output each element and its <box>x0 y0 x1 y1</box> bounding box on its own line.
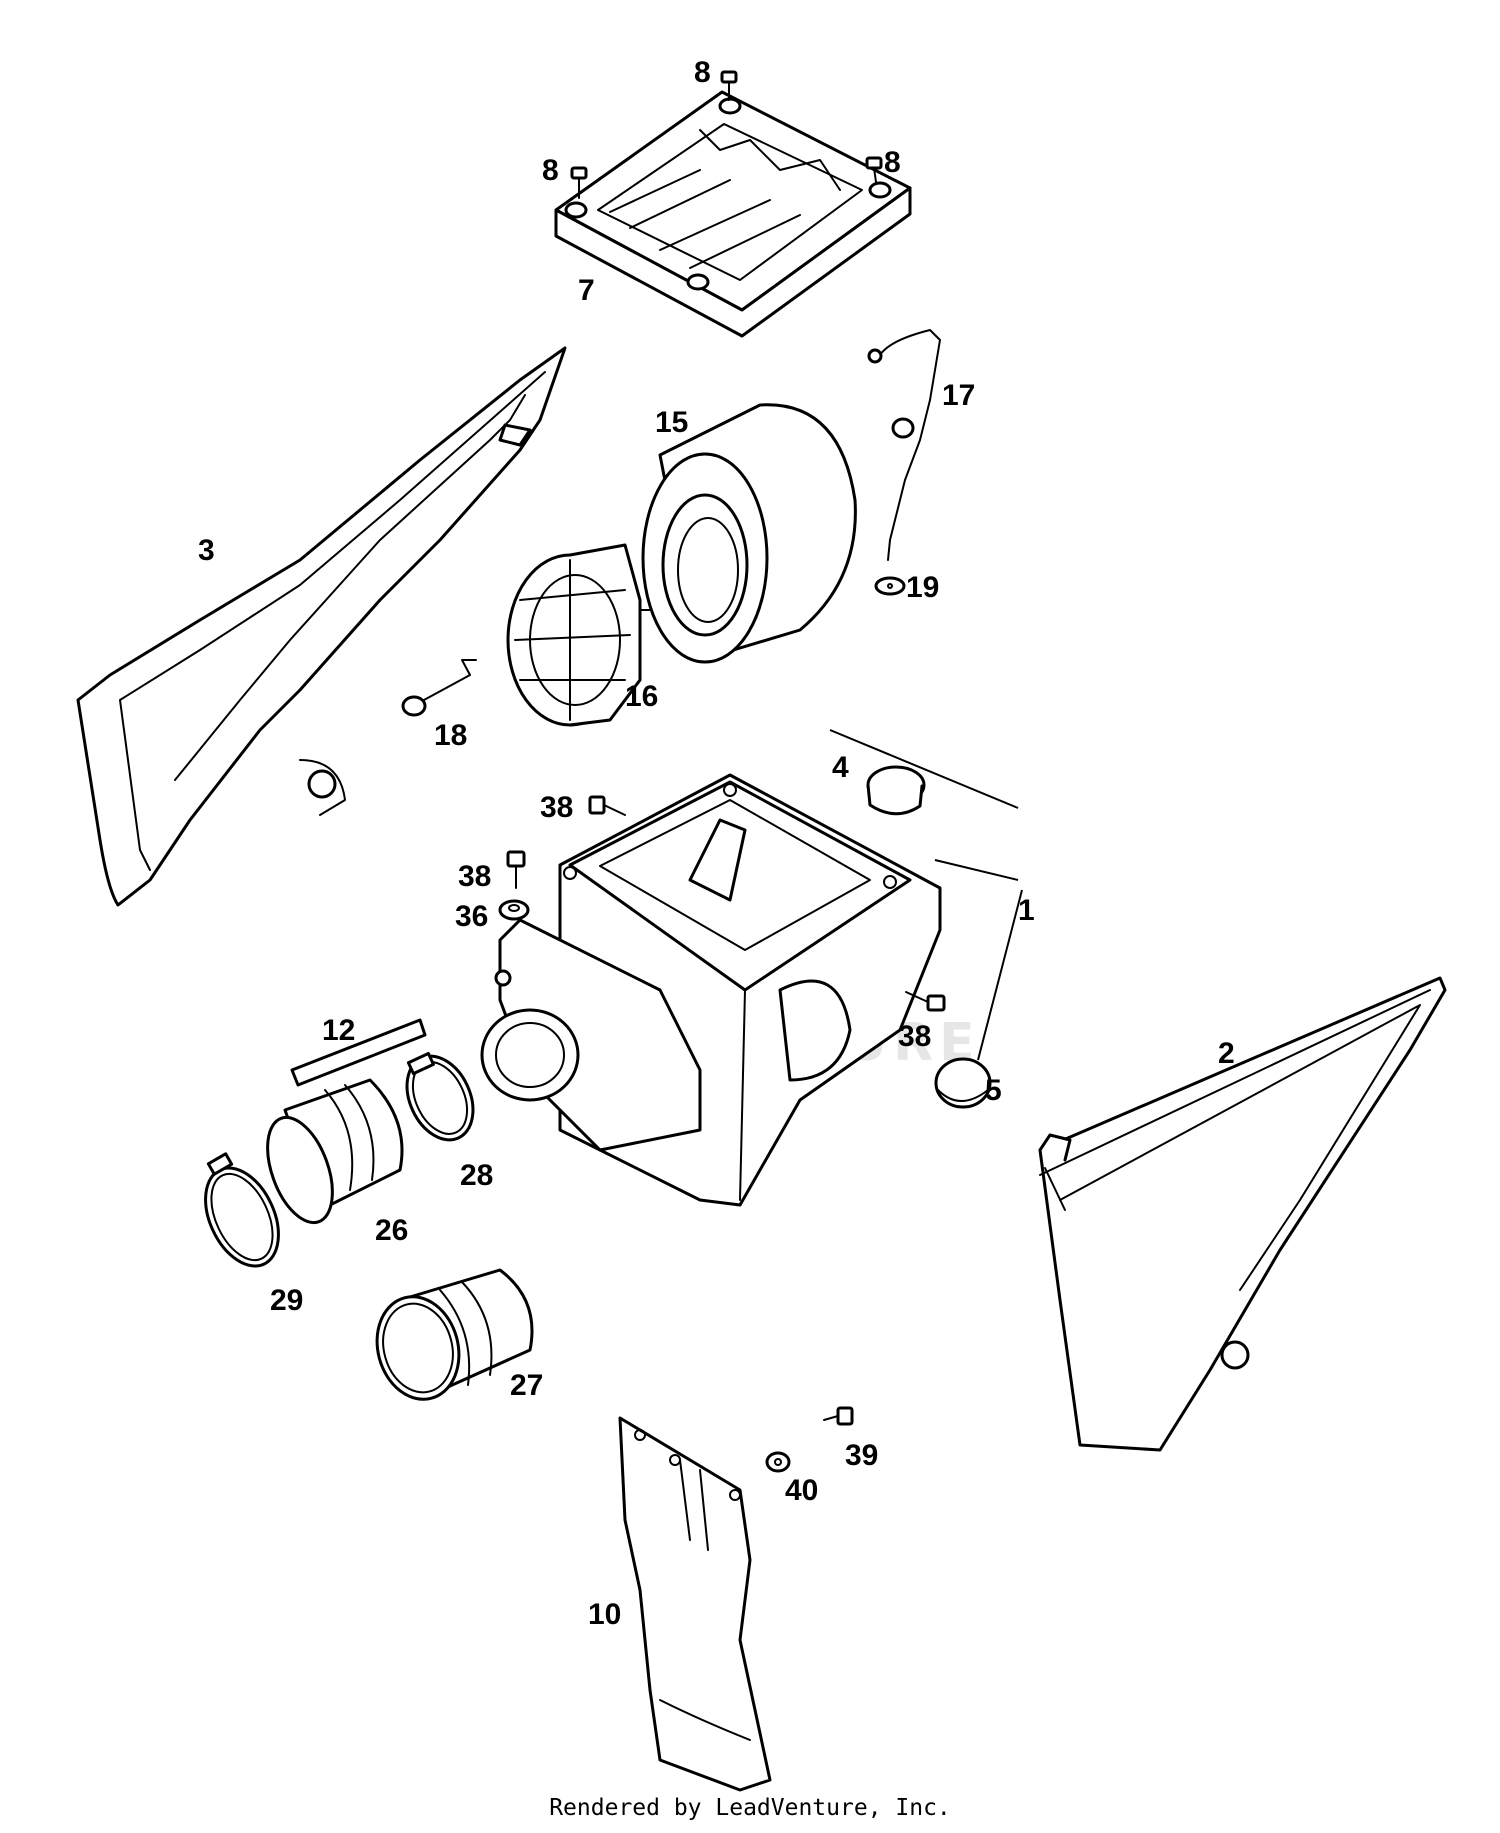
part-4-plug <box>866 765 926 816</box>
callout-5: 5 <box>985 1074 1002 1107</box>
part-40-nut <box>765 1451 791 1473</box>
part-7-airbox-cover <box>554 90 912 338</box>
callout-1: 1 <box>1018 894 1035 927</box>
callout-8: 8 <box>884 146 901 179</box>
part-5-cap <box>934 1057 992 1109</box>
part-17-wire-clip <box>867 329 941 561</box>
callout-3: 3 <box>198 534 215 567</box>
callout-7: 7 <box>578 274 595 307</box>
part-1-airbox-housing <box>480 729 1023 1207</box>
part-19-washer <box>874 576 906 596</box>
part-36-washer <box>498 899 530 921</box>
callout-8: 8 <box>694 56 711 89</box>
callout-40: 40 <box>785 1474 818 1507</box>
footer-credit: Rendered by LeadVenture, Inc. <box>549 1795 951 1821</box>
part-15-air-filter <box>641 403 857 664</box>
callout-17: 17 <box>942 379 975 412</box>
callout-8: 8 <box>542 154 559 187</box>
part-3-left-side-panel <box>76 346 567 907</box>
part-27-rubber-connector <box>375 1268 534 1401</box>
part-38-screw <box>506 795 946 1012</box>
callout-2: 2 <box>1218 1037 1235 1070</box>
callout-16: 16 <box>625 680 658 713</box>
callout-36: 36 <box>455 900 488 933</box>
callout-18: 18 <box>434 719 467 752</box>
callout-10: 10 <box>588 1598 621 1631</box>
callout-29: 29 <box>270 1284 303 1317</box>
callout-26: 26 <box>375 1214 408 1247</box>
part-16-filter-cage <box>506 543 651 727</box>
part-8-screw <box>570 70 883 199</box>
part-29-hose-clamp <box>204 1152 280 1268</box>
callout-38: 38 <box>540 791 573 824</box>
part-39-screw <box>823 1406 854 1426</box>
callout-19: 19 <box>906 571 939 604</box>
callout-12: 12 <box>322 1014 355 1047</box>
part-10-mud-flap <box>618 1416 772 1792</box>
callout-38: 38 <box>898 1020 931 1053</box>
part-26-intake-boot <box>266 1078 404 1225</box>
callout-38: 38 <box>458 860 491 893</box>
part-12-hose <box>290 1018 427 1087</box>
callout-4: 4 <box>832 751 849 784</box>
callout-39: 39 <box>845 1439 878 1472</box>
callout-15: 15 <box>655 406 688 439</box>
callout-28: 28 <box>460 1159 493 1192</box>
part-2-right-side-panel <box>1038 976 1447 1452</box>
callout-27: 27 <box>510 1369 543 1402</box>
part-18-pin <box>401 659 477 717</box>
part-28-hose-clamp <box>405 1051 475 1142</box>
callout-labels: 8 8 8 7 17 15 3 19 16 18 4 38 38 1 36 12… <box>198 56 1235 1631</box>
